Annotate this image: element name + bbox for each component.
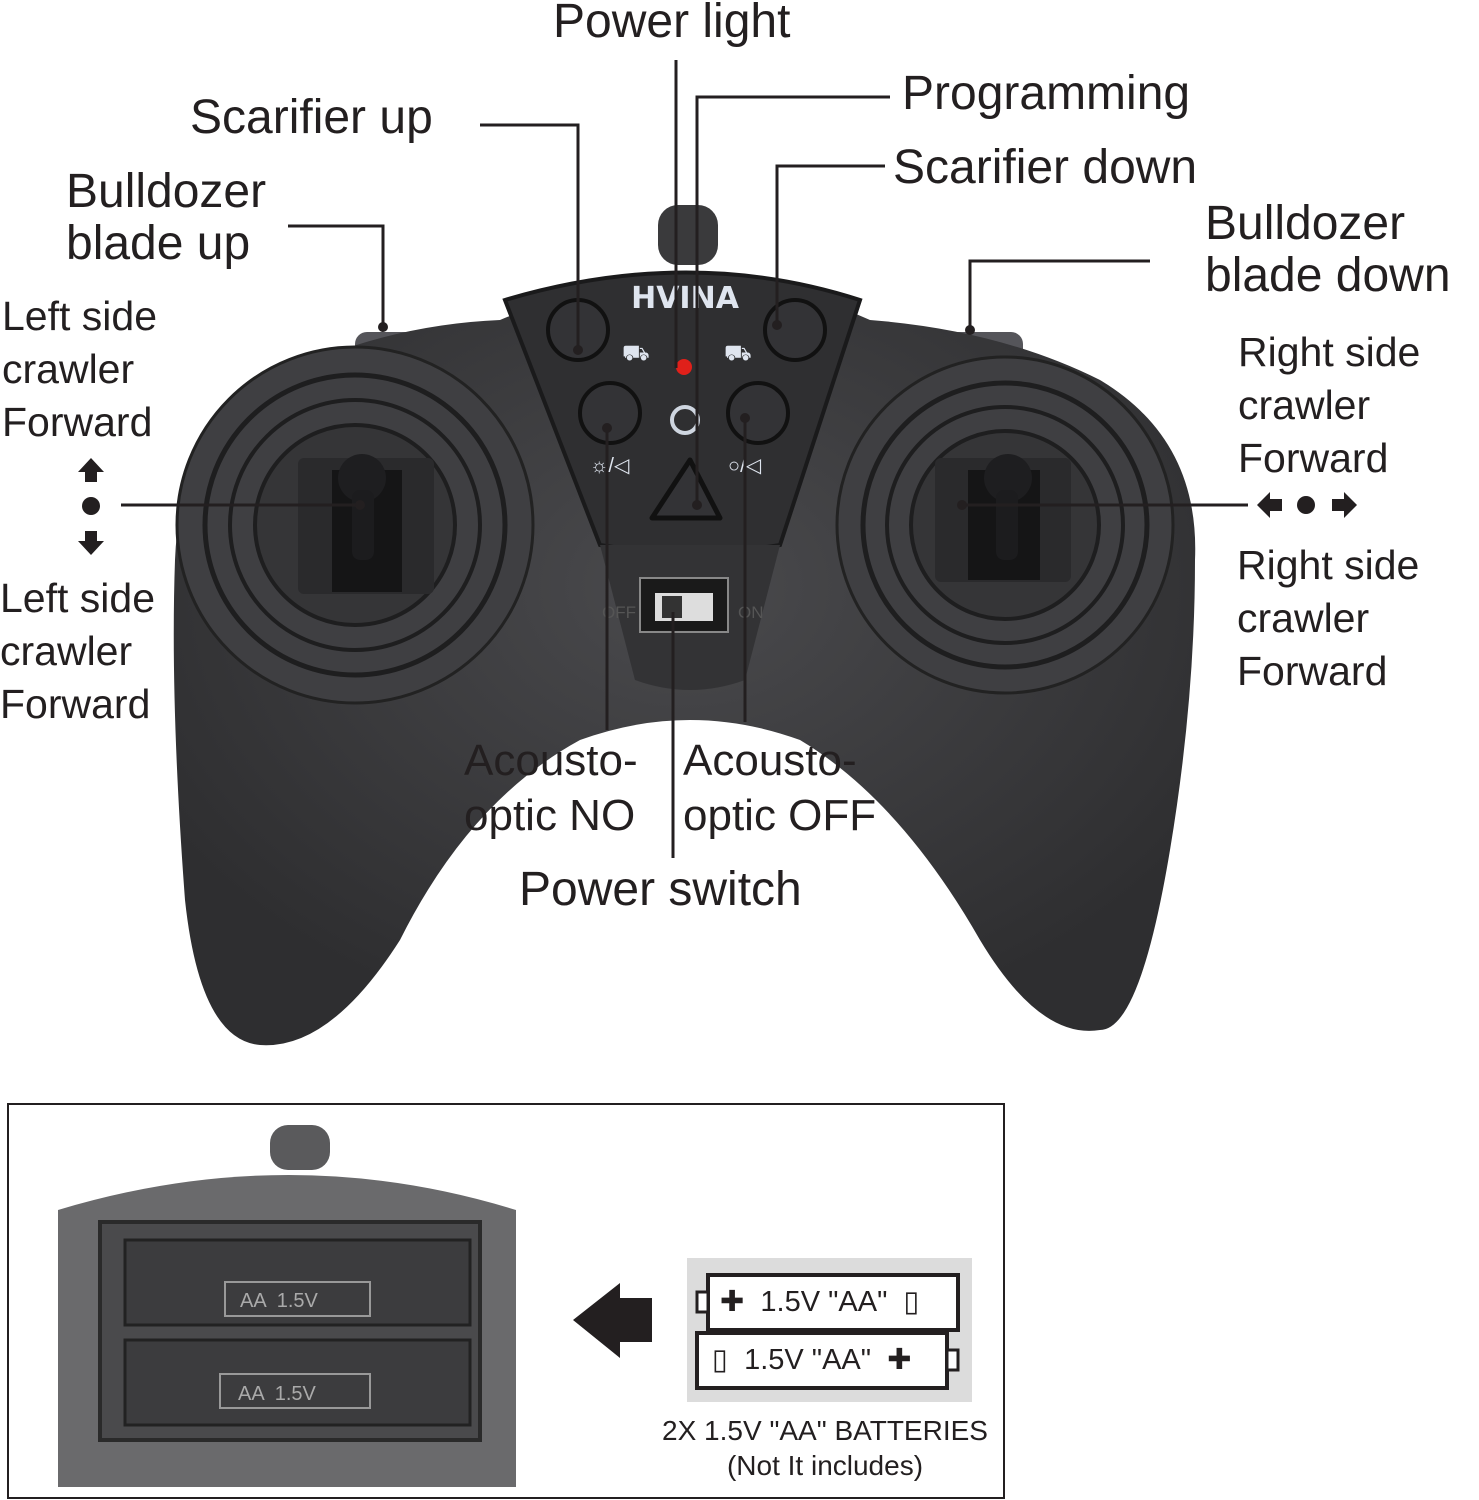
label-line: Acousto- (464, 736, 638, 785)
scarifier-icon-left: ⛟ (622, 340, 650, 365)
label-line: Forward (1237, 648, 1388, 694)
battery-note: (Not It includes) (726, 1450, 924, 1481)
label-line: Left side (0, 575, 155, 621)
label-line: Forward (1238, 435, 1389, 481)
light-sound-on-icon: ☼/◁ (590, 455, 630, 477)
left-arrow-icon (1257, 492, 1282, 518)
label-line: Forward (0, 681, 151, 727)
label-power-switch: Power switch (519, 863, 802, 916)
controller-illustration: HVINA ⛟ ⛟ ☼/◁ ○/◁ OFF ON (78, 60, 1357, 1046)
label-bulldozer-blade-up: Bulldozer blade up (66, 166, 266, 270)
acousto-optic-off-button (726, 381, 790, 445)
right-joystick-well (835, 355, 1175, 695)
label-line: Bulldozer (1205, 197, 1406, 250)
switch-off-label: OFF (602, 603, 636, 622)
label-left-crawler-forward-bottom: Left side crawler Forward (0, 572, 155, 731)
label-line: Right side (1237, 542, 1420, 588)
label-line: Bulldozer (66, 165, 267, 218)
label-line: Acousto- (683, 736, 857, 785)
label-line: crawler (0, 628, 133, 674)
label-line: crawler (1237, 595, 1370, 641)
label-programming: Programming (902, 67, 1191, 120)
cell-text: 1.5V "AA" (760, 1286, 888, 1318)
label-scarifier-down: Scarifier down (893, 141, 1198, 194)
cell-text: 1.5V "AA" (744, 1344, 872, 1376)
battery-caption: 2X 1.5V "AA" BATTERIES (662, 1415, 988, 1446)
neutral-dot-icon (82, 497, 100, 515)
scarifier-down-button (763, 298, 827, 362)
label-scarifier-up: Scarifier up (190, 91, 433, 144)
label-acousto-optic-off: Acousto- optic OFF (683, 733, 876, 843)
left-joystick-well (175, 345, 535, 705)
acousto-optic-on-button (578, 381, 642, 445)
battery-cell-bottom-label: ▯ 1.5V "AA" ✚ (712, 1344, 912, 1376)
label-line: blade down (1205, 249, 1451, 302)
down-arrow-icon (78, 531, 104, 555)
up-arrow-icon (78, 458, 104, 482)
battery-panel (7, 1103, 1005, 1499)
neutral-dot-icon (1297, 496, 1315, 514)
programming-button (649, 457, 723, 521)
label-line: optic NO (464, 791, 636, 840)
label-line: Left side (2, 293, 157, 339)
label-line: crawler (1238, 382, 1371, 428)
label-right-crawler-forward-bottom: Right side crawler Forward (1237, 539, 1419, 698)
right-arrow-icon (1332, 492, 1357, 518)
label-acousto-optic-no: Acousto- optic NO (464, 733, 638, 843)
scarifier-icon-right: ⛟ (724, 340, 752, 365)
label-power-light: Power light (553, 0, 791, 48)
label-line: Forward (2, 399, 153, 445)
leader-lines (121, 60, 1248, 858)
label-right-crawler-forward-top: Right side crawler Forward (1238, 326, 1420, 485)
brand-logo: HVINA (631, 281, 740, 316)
label-bulldozer-blade-down: Bulldozer blade down (1205, 198, 1451, 302)
battery-cell-top-label: ✚ 1.5V "AA" ▯ (720, 1286, 920, 1318)
power-light-led (676, 359, 692, 375)
antenna-stub (658, 205, 718, 265)
switch-on-label: ON (738, 603, 764, 622)
label-line: Right side (1238, 329, 1421, 375)
label-left-crawler-forward-top: Left side crawler Forward (2, 290, 157, 449)
label-line: blade up (66, 217, 251, 270)
label-line: optic OFF (683, 791, 877, 840)
label-line: crawler (2, 346, 135, 392)
